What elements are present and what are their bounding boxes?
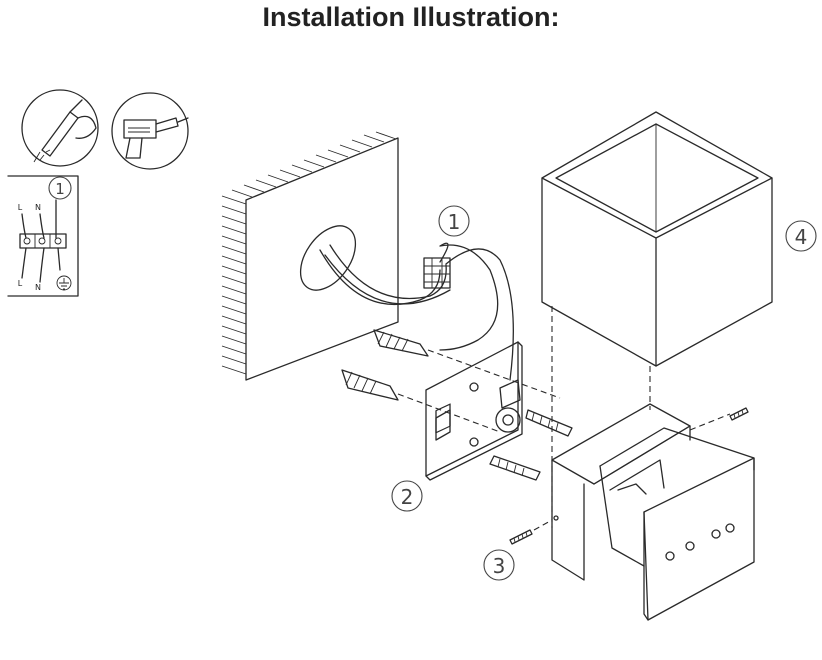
inset-label-bottom-n: N (35, 283, 41, 292)
lamp-housing (551, 403, 755, 621)
mounting-plate (425, 341, 523, 481)
inset-label-top-n: N (35, 203, 41, 212)
wall-plug-upper (373, 329, 561, 399)
mains-wires (319, 242, 514, 381)
set-screw-right (729, 407, 749, 421)
callout-shade-label: 4 (795, 225, 808, 249)
wall-section (221, 131, 399, 381)
screwdriver-tester-icon (21, 89, 99, 167)
inset-label-top-l: L (18, 203, 23, 212)
wiring-inset: 1 L N L N (7, 175, 79, 297)
set-screw-left (509, 519, 553, 545)
callout-screw: 3 (483, 549, 515, 581)
page-title: Installation Illustration: (262, 2, 560, 32)
callout-wiring: 1 (438, 205, 470, 237)
earth-ground-icon (56, 275, 72, 291)
callout-shade: 4 (785, 220, 817, 252)
inset-label-bottom-l: L (18, 279, 23, 288)
callout-screw-label: 3 (493, 554, 506, 578)
wall-plug-lower (341, 369, 501, 433)
mounting-screws (489, 409, 573, 481)
terminal-block (423, 257, 451, 289)
callout-wiring-label: 1 (448, 210, 461, 234)
drill-icon (111, 92, 189, 170)
inset-callout: 1 (48, 176, 72, 200)
inset-callout-label: 1 (55, 180, 65, 198)
callout-mounting-plate-label: 2 (401, 485, 414, 509)
callout-mounting-plate: 2 (391, 480, 423, 512)
